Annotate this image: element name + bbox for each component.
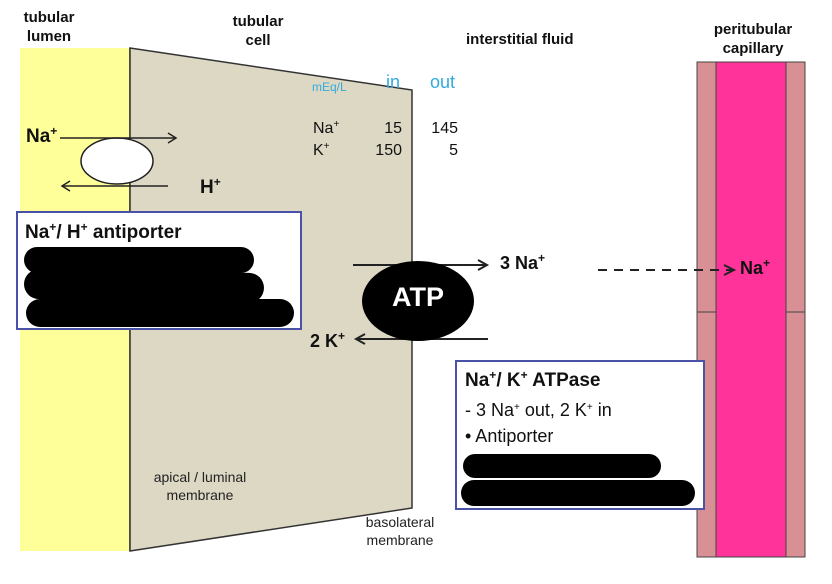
- na-influx-arrowhead: [167, 132, 178, 144]
- capillary-wall-left-upper: [696, 61, 717, 313]
- apical-na-charge: +: [50, 124, 58, 138]
- header-tubular-lumen: tubular lumen: [14, 8, 84, 46]
- apical-membrane-line2: membrane: [166, 487, 234, 503]
- concentration-unit: mEq/L: [312, 80, 347, 94]
- redaction-bar: [461, 480, 695, 506]
- header-tubular-cell-line1: tubular: [232, 13, 284, 30]
- header-tubular-lumen-line2: lumen: [26, 28, 72, 45]
- header-tubular-cell-line2: cell: [245, 32, 271, 49]
- atpase-info-box: Na+/ K+ ATPase - 3 Na+ out, 2 K+ in • An…: [455, 360, 705, 510]
- atpase-title-na: Na: [465, 370, 490, 391]
- antiporter-title-h: / H: [56, 222, 81, 243]
- pump-na-out-label: 3 Na+: [500, 251, 546, 274]
- atpase-title-k: / K: [496, 370, 521, 391]
- conc-row-na-charge: +: [333, 119, 340, 130]
- h-efflux-arrowhead: [60, 180, 71, 192]
- apical-na-text: Na: [26, 126, 51, 147]
- apical-h-text: H: [200, 177, 214, 198]
- atpase-line1-na-charge: +: [514, 402, 520, 413]
- header-peritubular-capillary-line2: capillary: [722, 40, 784, 57]
- apical-membrane-label: apical / luminal membrane: [134, 468, 266, 504]
- capillary-wall-right-upper: [785, 61, 806, 313]
- pump-k-in-label: 2 K+: [310, 329, 346, 352]
- atpase-line1-k-charge: +: [586, 402, 593, 413]
- concentration-col-in: in: [386, 72, 401, 92]
- exchanger-oval: [80, 137, 154, 185]
- pump-na-out-text: 3 Na: [500, 253, 539, 273]
- atp-pump-oval: [362, 261, 474, 341]
- capillary-na-text: Na: [740, 258, 764, 278]
- antiporter-info-box: Na+/ H+ antiporter: [16, 211, 302, 330]
- atp-label: ATP: [392, 282, 444, 312]
- capillary-na-label: Na+: [740, 256, 771, 279]
- conc-row-na-ion-text: Na: [313, 120, 334, 137]
- redaction-bar: [24, 247, 254, 273]
- redaction-bar: [463, 454, 661, 478]
- basolateral-membrane-line2: membrane: [366, 532, 434, 548]
- pump-na-out-charge: +: [538, 251, 546, 265]
- apical-h-label: H+: [200, 175, 221, 199]
- atpase-line-stoichiometry: - 3 Na+ out, 2 K+ in: [465, 400, 612, 421]
- redaction-bar: [23, 268, 265, 304]
- antiporter-box-title: Na+/ H+ antiporter: [25, 220, 182, 244]
- header-interstitial-fluid: interstitial fluid: [466, 31, 574, 48]
- conc-row-k-ion-text: K: [313, 142, 324, 159]
- capillary-wall-right-lower: [785, 311, 806, 558]
- conc-row-k-out: 5: [449, 142, 458, 159]
- redaction-bar: [26, 299, 294, 327]
- conc-row-na-out: 145: [431, 120, 458, 137]
- conc-row-k-in: 150: [375, 142, 402, 159]
- pump-k-in-text: 2 K: [310, 331, 339, 351]
- atpase-title-suffix: ATPase: [527, 370, 601, 391]
- header-peritubular-capillary: peritubular capillary: [698, 20, 808, 58]
- header-tubular-cell: tubular cell: [218, 12, 298, 50]
- header-tubular-lumen-line1: tubular: [23, 9, 75, 26]
- conc-row-k-ion: K+: [313, 142, 330, 160]
- atpase-title-k-charge: +: [520, 368, 528, 382]
- apical-h-charge: +: [213, 175, 221, 189]
- antiporter-title-suffix: antiporter: [87, 222, 182, 243]
- apical-na-label: Na+: [26, 124, 58, 148]
- header-peritubular-capillary-line1: peritubular: [713, 21, 793, 38]
- antiporter-title-na: Na: [25, 222, 50, 243]
- na-to-capillary-arrowhead: [723, 264, 737, 276]
- conc-row-na-ion: Na+: [313, 120, 339, 138]
- antiporter-title-h-charge: +: [80, 220, 88, 234]
- atpase-line1-c: in: [592, 400, 612, 420]
- capillary-na-charge: +: [763, 256, 771, 270]
- pump-k-in-charge: +: [338, 329, 346, 343]
- conc-row-k-charge: +: [323, 141, 330, 152]
- atpase-line1-a: - 3 Na: [465, 400, 515, 420]
- atpase-box-title: Na+/ K+ ATPase: [465, 368, 601, 392]
- basolateral-membrane-line1: basolateral: [365, 514, 435, 530]
- k-influx-arrowhead: [353, 333, 366, 345]
- conc-row-na-in: 15: [384, 120, 402, 137]
- atpase-line1-b: out, 2 K: [519, 400, 587, 420]
- atpase-line-antiporter: • Antiporter: [465, 426, 554, 446]
- capillary-lumen: [715, 61, 787, 558]
- apical-membrane-line1: apical / luminal: [153, 469, 247, 485]
- atpase-title-na-charge: +: [489, 368, 497, 382]
- basolateral-membrane-label: basolateral membrane: [350, 513, 450, 549]
- concentration-col-out: out: [430, 72, 456, 92]
- antiporter-title-na-charge: +: [49, 220, 57, 234]
- na-efflux-arrowhead: [477, 259, 490, 271]
